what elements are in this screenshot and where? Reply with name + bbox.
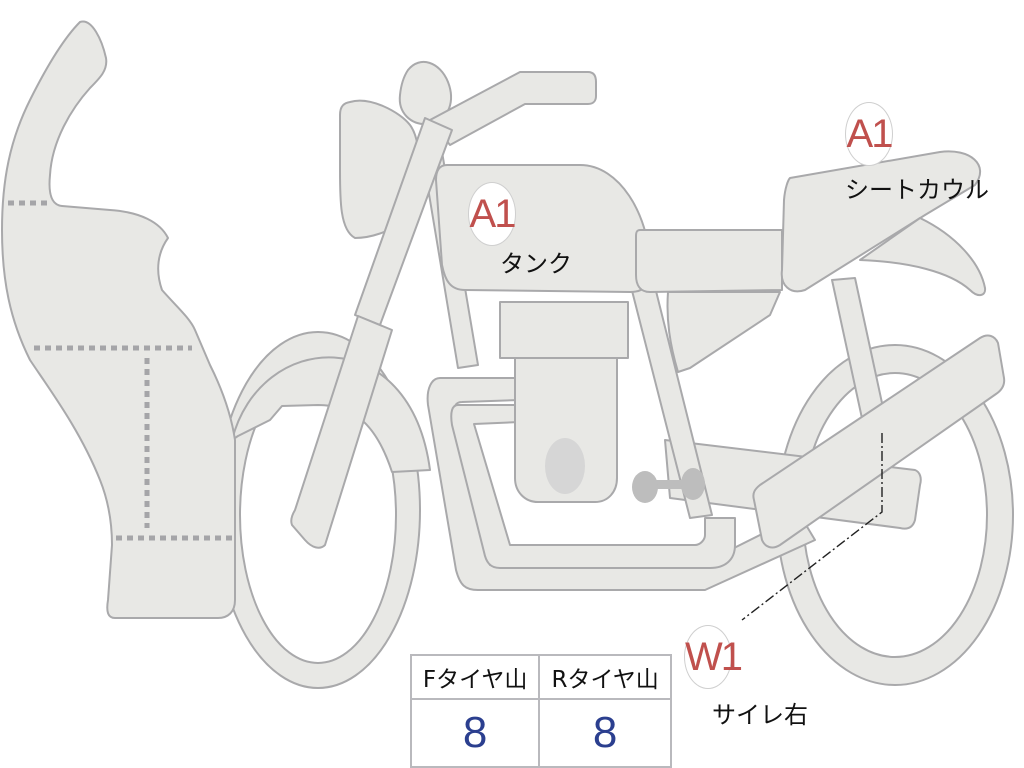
table-header-row: Fタイヤ山 Rタイヤ山 [409, 654, 672, 700]
leader-line-w1 [741, 433, 883, 621]
seat-cowl [780, 150, 981, 293]
front-tire-tread-header: Fタイヤ山 [409, 654, 541, 700]
exhaust-pipe-inner [450, 404, 736, 569]
marker-part-label: サイレ右 [712, 701, 808, 729]
marker-part-label: シートカウル [845, 176, 989, 204]
front-fork-lower [290, 315, 393, 549]
front-cowl [1, 20, 236, 619]
marker-code-badge: A1 [845, 102, 893, 166]
marker-code-badge: W1 [684, 625, 743, 689]
exhaust-pipe-outer [426, 377, 816, 591]
table-row: 8 8 [409, 698, 672, 768]
seat [635, 229, 783, 293]
tire-tread-table: Fタイヤ山 Rタイヤ山 8 8 [409, 654, 672, 768]
marker-code-badge: A1 [468, 182, 516, 246]
handlebar [429, 71, 597, 146]
rear-tire-tread-header: Rタイヤ山 [538, 654, 672, 700]
engine [499, 301, 629, 503]
footpeg [632, 468, 705, 503]
rear-tire-tread-value: 8 [538, 698, 672, 768]
marker-part-label: タンク [500, 250, 572, 278]
front-tire-tread-value: 8 [409, 698, 541, 768]
rear-fender [859, 217, 987, 296]
muffler [752, 334, 1006, 549]
side-cover [666, 291, 781, 373]
